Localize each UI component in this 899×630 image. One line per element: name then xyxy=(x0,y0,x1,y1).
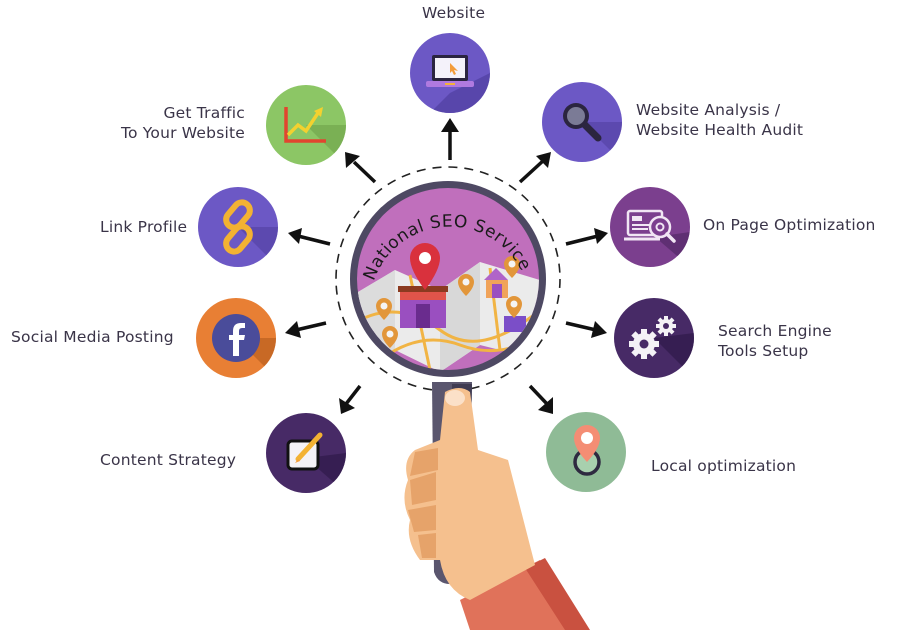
arrow-to-onpage xyxy=(565,228,608,246)
label-website: Website xyxy=(422,4,486,22)
label-local-optimization: Local optimization xyxy=(651,457,797,475)
node-on-page-optimization[interactable] xyxy=(610,187,690,267)
edit-pencil-icon xyxy=(286,432,346,493)
hand xyxy=(404,388,535,600)
node-link-profile[interactable] xyxy=(198,187,278,267)
label-website-analysis: Website Analysis /Website Health Audit xyxy=(636,101,804,139)
node-content-strategy[interactable] xyxy=(266,413,346,493)
growth-chart-icon xyxy=(284,107,346,165)
arrow-to-website xyxy=(441,118,459,160)
arrow-to-content xyxy=(339,384,362,414)
node-website-analysis[interactable] xyxy=(542,82,622,162)
arrow-to-link xyxy=(288,228,331,246)
label-link-profile: Link Profile xyxy=(100,218,188,236)
map-pin-icon xyxy=(573,425,601,476)
chain-link-icon xyxy=(223,199,278,267)
label-social-media-posting: Social Media Posting xyxy=(11,328,174,346)
node-get-traffic[interactable] xyxy=(266,85,346,165)
arrow-to-social xyxy=(285,321,327,338)
node-search-engine-tools[interactable] xyxy=(614,298,694,378)
node-local-optimization[interactable] xyxy=(546,412,626,492)
facebook-icon xyxy=(212,314,276,378)
node-website[interactable] xyxy=(410,33,490,113)
location-pin-icon xyxy=(410,243,440,290)
gears-icon xyxy=(629,316,694,378)
city-map-illustration xyxy=(358,243,539,370)
arrow-to-tools xyxy=(565,321,607,338)
arrow-to-local xyxy=(528,384,553,414)
arrow-to-analysis xyxy=(518,152,551,184)
laptop-icon xyxy=(426,55,490,113)
label-content-strategy: Content Strategy xyxy=(100,451,237,469)
arrow-to-traffic xyxy=(345,152,377,184)
label-on-page-optimization: On Page Optimization xyxy=(703,216,876,234)
screen-gear-icon xyxy=(624,209,690,267)
magnifier-icon xyxy=(563,103,622,162)
node-social-media-posting[interactable] xyxy=(196,298,276,378)
